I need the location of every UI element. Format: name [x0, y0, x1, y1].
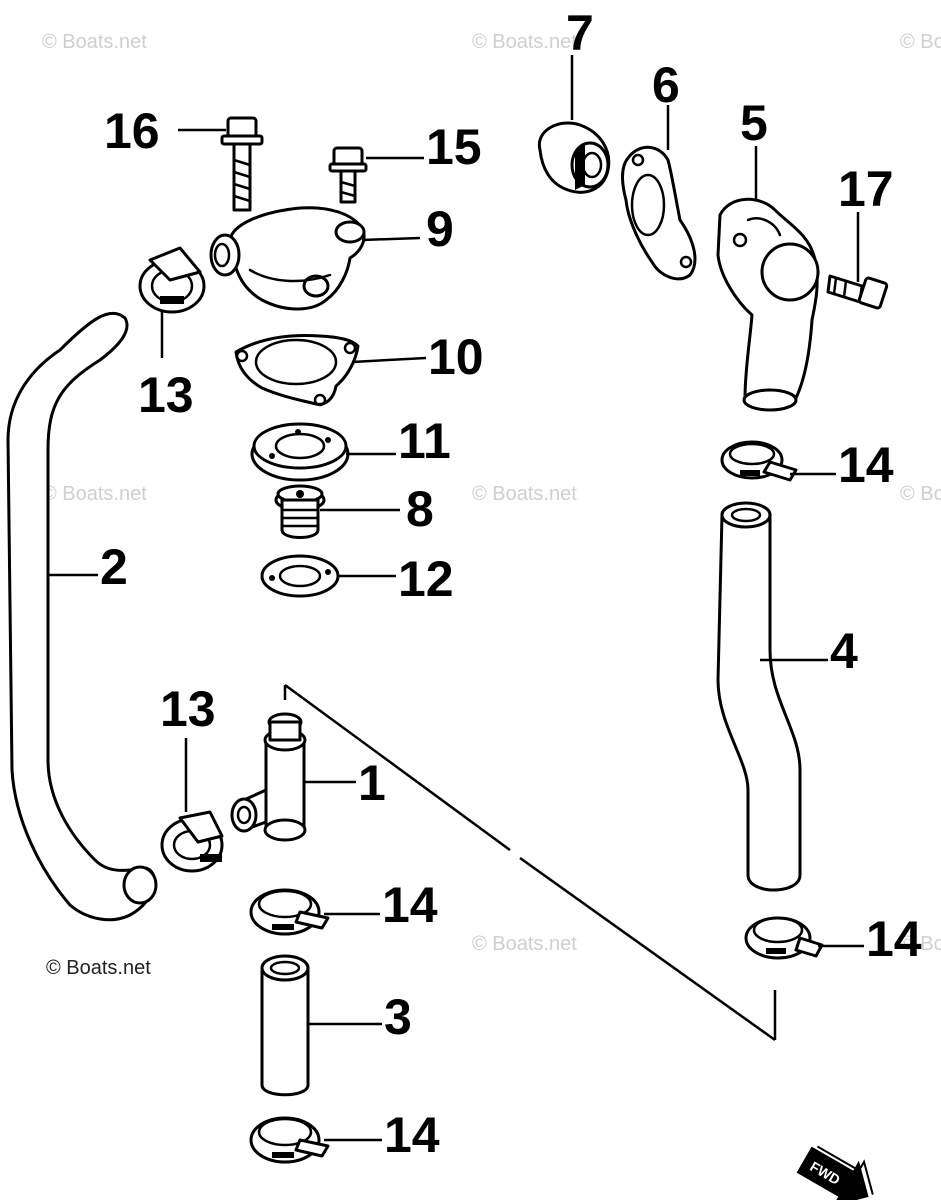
- callout-14: 14: [384, 1107, 440, 1163]
- assembly-line: [283, 683, 777, 1042]
- callout-14: 14: [838, 437, 894, 493]
- part-3-hose: [260, 954, 310, 1097]
- part-10-gasket: [234, 334, 360, 407]
- watermarks: © Boats.net © Boats.net © Boats.net © Bo…: [42, 31, 941, 955]
- part-14-clamp-middle: [249, 888, 330, 936]
- fwd-arrow-icon: FWD: [796, 1145, 874, 1200]
- watermark: © Boats.net: [472, 31, 577, 53]
- callout-14: 14: [866, 911, 922, 967]
- part-8-thermostat: [274, 484, 326, 539]
- callout-3: 3: [384, 989, 412, 1045]
- part-14-clamp-bottom: [249, 1116, 330, 1164]
- part-14-clamp-upper-right: [720, 440, 798, 482]
- callout-9: 9: [426, 201, 454, 257]
- part-15-bolt: [328, 146, 368, 204]
- part-9-thermostat-cover: [209, 206, 366, 311]
- part-17-bolt: [826, 274, 889, 310]
- part-2-hose: [6, 311, 158, 922]
- part-5-elbow: [716, 197, 820, 412]
- watermark: © Boats.net: [472, 483, 577, 505]
- leader-lines: [48, 55, 864, 1142]
- part-13-clamp-upper: [138, 246, 206, 314]
- callout-6: 6: [652, 57, 680, 113]
- callout-13: 13: [138, 367, 194, 423]
- callout-10: 10: [428, 329, 484, 385]
- callout-2: 2: [100, 539, 128, 595]
- callout-16: 16: [104, 103, 160, 159]
- part-11-seal: [250, 422, 350, 482]
- callout-12: 12: [398, 551, 454, 607]
- watermark: © Boats.net: [42, 31, 147, 53]
- part-6-gasket: [621, 145, 697, 281]
- callout-4: 4: [830, 623, 858, 679]
- part-7-valve: [537, 121, 611, 194]
- watermark: © Boats.net: [900, 483, 941, 505]
- part-16-bolt: [220, 116, 264, 212]
- part-4-hose: [716, 501, 802, 892]
- callouts: 7 6 5 17 16 15 9 10 11 8 12 13 2 14 4 13…: [100, 5, 922, 1163]
- callout-11: 11: [398, 413, 451, 469]
- part-12-washer: [260, 554, 340, 598]
- callout-17: 17: [838, 161, 894, 217]
- callout-8: 8: [406, 481, 434, 537]
- part-1-tee-fitting: [230, 712, 307, 842]
- callout-1: 1: [358, 755, 386, 811]
- copyright-text: © Boats.net: [46, 957, 151, 979]
- callout-14: 14: [382, 877, 438, 933]
- callout-5: 5: [740, 95, 768, 151]
- watermark: © Boats.net: [42, 483, 147, 505]
- part-14-clamp-lower-right: [744, 916, 824, 960]
- part-13-clamp-lower: [160, 810, 224, 873]
- watermark: © Boats.net: [900, 933, 941, 955]
- watermark: © Boats.net: [472, 933, 577, 955]
- callout-13: 13: [160, 681, 216, 737]
- callout-15: 15: [426, 119, 482, 175]
- callout-7: 7: [566, 5, 594, 61]
- watermark: © Boats.net: [900, 31, 941, 53]
